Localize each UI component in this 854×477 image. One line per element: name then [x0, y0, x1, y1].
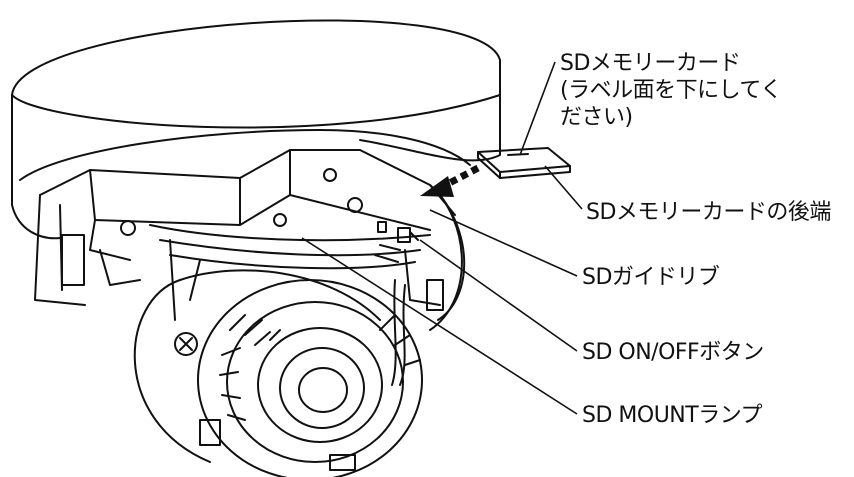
insert-arrow [420, 164, 480, 197]
label-sd-card-rear-edge: SDメモリーカードの後端 [586, 200, 831, 225]
label-sd-guide-rib: SDガイドリブ [582, 265, 720, 290]
label-sd-card: SDメモリーカード (ラベル面を下にしてく ださい) [560, 50, 782, 131]
leader-sd-mount-lamp [301, 237, 578, 415]
leader-sd-guide-rib [429, 209, 578, 277]
sd-slot-area [374, 221, 419, 263]
sd-card [477, 147, 571, 179]
callout-lines [301, 61, 583, 415]
inner-chassis [34, 149, 466, 386]
label-sd-card-line1: SDメモリーカード [560, 51, 741, 76]
label-sd-card-line3: ださい) [560, 105, 633, 130]
leader-sd-card-rear [544, 165, 583, 210]
dome-housing [11, 19, 501, 240]
lens-assembly [133, 239, 423, 477]
label-sd-on-off-button: SD ON/OFFボタン [582, 340, 764, 365]
label-sd-mount-lamp: SD MOUNTランプ [582, 403, 763, 428]
label-sd-card-line2: (ラベル面を下にしてく [560, 78, 782, 103]
leader-sd-card [519, 61, 556, 156]
leader-sd-on-off-button [419, 239, 578, 352]
